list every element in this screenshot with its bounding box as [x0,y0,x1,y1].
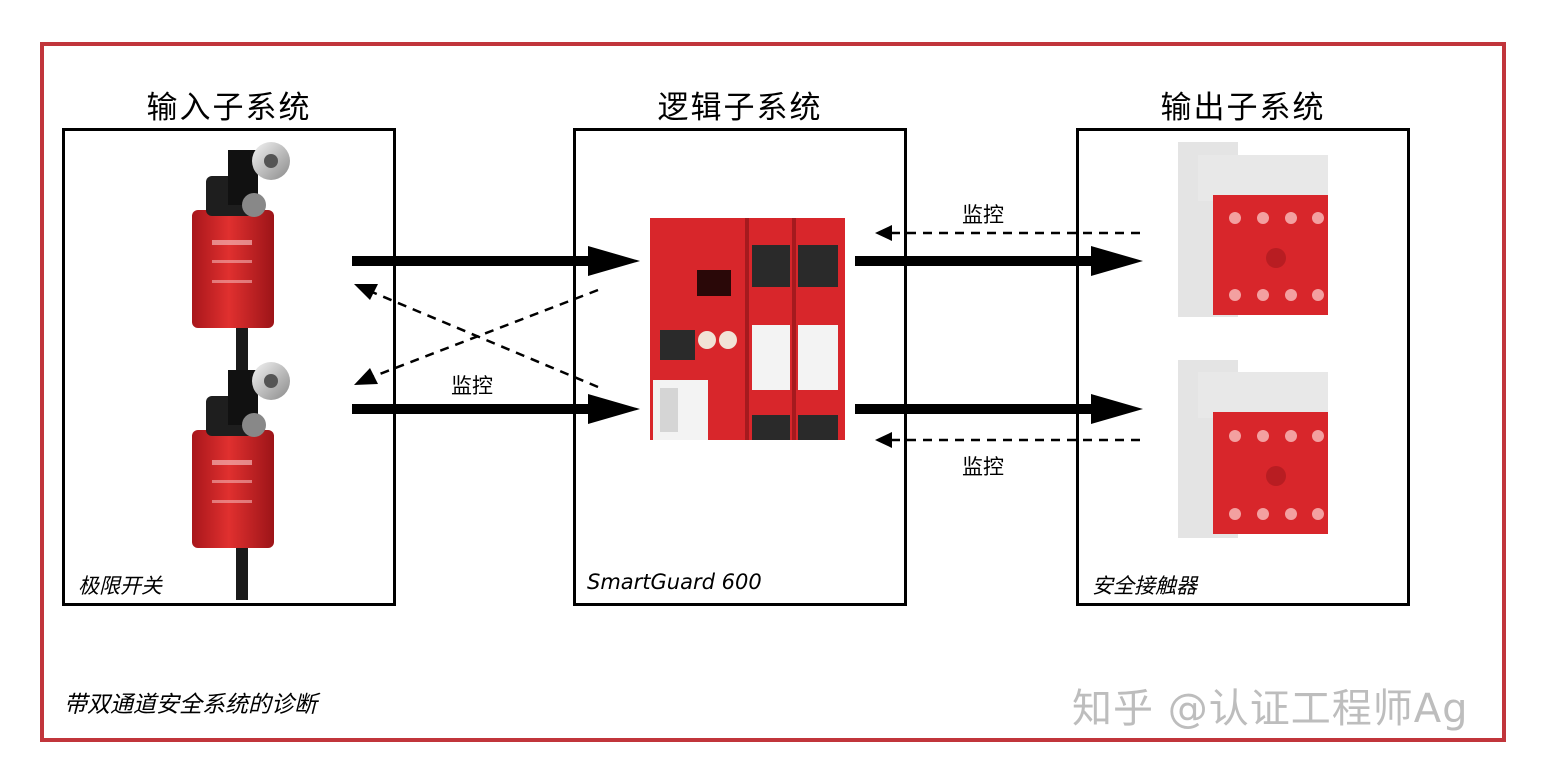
safety-contactor-top [1178,142,1328,317]
monitor-label-right-top: 监控 [962,203,1004,227]
output-subsystem-heading: 输出子系统 [1160,90,1326,126]
monitor-label-left: 监控 [451,374,493,398]
signal-arrow-input-top [352,246,640,276]
watermark: 知乎 @认证工程师Ag [1072,686,1469,732]
input-device-caption: 极限开关 [78,574,162,598]
limit-switch-top [192,142,290,375]
monitor-label-right-bottom: 监控 [962,455,1004,479]
diagram-frame [40,42,1506,742]
signal-arrow-input-bottom [352,394,640,424]
monitor-arrow-cross-up [354,284,599,389]
smartguard-controller [650,218,845,440]
limit-switch-bottom [192,362,290,600]
monitor-arrow-output-bottom [875,432,1140,448]
logic-device-caption: SmartGuard 600 [587,570,762,594]
input-subsystem-heading: 输入子系统 [146,90,312,126]
signal-arrow-output-bottom [855,394,1143,424]
signal-arrow-output-top [855,246,1143,276]
monitor-arrow-cross-down [354,288,599,385]
safety-contactor-bottom [1178,360,1328,538]
output-device-caption: 安全接触器 [1092,574,1197,598]
monitor-arrow-output-top [875,225,1140,241]
logic-subsystem-heading: 逻辑子系统 [657,90,823,126]
diagram-caption: 带双通道安全系统的诊断 [64,692,317,718]
